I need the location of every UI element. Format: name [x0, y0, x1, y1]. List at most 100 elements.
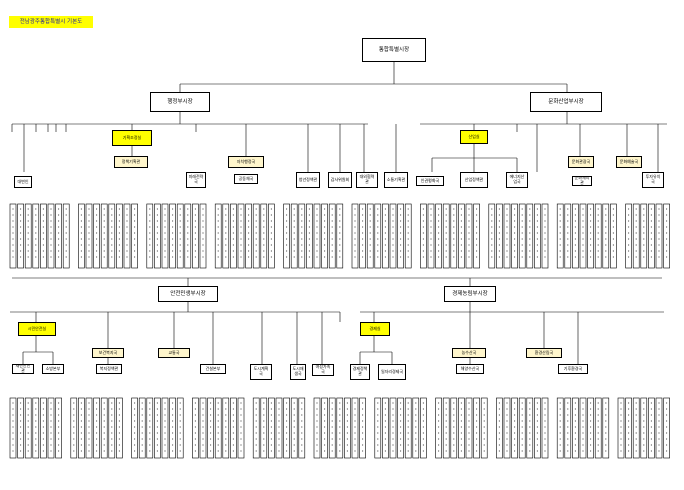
text-mark: [293, 450, 295, 452]
text-mark: [20, 256, 22, 258]
sub-unit-label: 소방본부: [42, 364, 64, 374]
text-mark: [498, 408, 500, 410]
text-mark: [392, 408, 394, 410]
text-mark: [270, 450, 272, 452]
text-mark: [384, 408, 386, 410]
text-mark: [255, 226, 257, 228]
text-mark: [308, 238, 310, 240]
text-mark: [430, 220, 432, 222]
text-mark: [476, 208, 478, 210]
text-mark: [582, 256, 584, 258]
text-mark: [202, 432, 204, 434]
sub-unit-box: [146, 203, 154, 269]
text-mark: [362, 232, 364, 234]
text-mark: [643, 432, 645, 434]
text-mark: [73, 426, 75, 428]
sub-unit-box: [450, 397, 458, 459]
text-mark: [384, 232, 386, 234]
text-mark: [270, 414, 272, 416]
text-mark: [248, 226, 250, 228]
sub-unit-box: [32, 397, 40, 459]
text-mark: [96, 420, 98, 422]
text-mark: [263, 438, 265, 440]
text-mark: [179, 444, 181, 446]
text-mark: [392, 226, 394, 228]
text-mark: [225, 226, 227, 228]
text-mark: [111, 208, 113, 210]
text-mark: [514, 426, 516, 428]
text-mark: [156, 438, 158, 440]
text-mark: [498, 444, 500, 446]
text-mark: [506, 244, 508, 246]
sub-unit-label: 보건복지국: [92, 348, 124, 358]
text-mark: [293, 414, 295, 416]
sub-unit-label: 정책기획관: [114, 156, 148, 168]
text-mark: [293, 432, 295, 434]
text-mark: [597, 226, 599, 228]
text-mark: [316, 244, 318, 246]
text-mark: [255, 444, 257, 446]
text-mark: [438, 438, 440, 440]
text-mark: [514, 414, 516, 416]
text-mark: [225, 232, 227, 234]
text-mark: [666, 426, 668, 428]
text-mark: [605, 402, 607, 404]
text-mark: [73, 432, 75, 434]
text-mark: [118, 226, 120, 228]
text-mark: [278, 450, 280, 452]
text-mark: [240, 420, 242, 422]
text-mark: [377, 256, 379, 258]
text-mark: [278, 426, 280, 428]
text-mark: [118, 250, 120, 252]
text-mark: [270, 250, 272, 252]
text-mark: [628, 408, 630, 410]
text-mark: [590, 408, 592, 410]
sub-unit-label: 기후환경국: [558, 364, 588, 374]
text-mark: [628, 438, 630, 440]
text-mark: [255, 402, 257, 404]
text-mark: [187, 244, 189, 246]
text-mark: [529, 220, 531, 222]
text-mark: [407, 244, 409, 246]
text-mark: [438, 420, 440, 422]
text-mark: [354, 408, 356, 410]
text-mark: [354, 444, 356, 446]
text-mark: [20, 250, 22, 252]
text-mark: [590, 214, 592, 216]
text-mark: [650, 250, 653, 252]
text-mark: [574, 208, 577, 210]
text-mark: [210, 444, 212, 446]
text-mark: [210, 450, 212, 452]
text-mark: [187, 226, 189, 228]
text-mark: [438, 450, 440, 452]
text-mark: [103, 226, 105, 228]
text-mark: [286, 414, 288, 416]
text-mark: [96, 414, 98, 416]
text-mark: [270, 232, 272, 234]
text-mark: [400, 250, 402, 252]
sub-unit-box: [169, 203, 176, 269]
text-mark: [263, 450, 265, 452]
text-mark: [392, 426, 394, 428]
text-mark: [650, 244, 653, 246]
text-mark: [80, 402, 82, 404]
text-mark: [134, 414, 136, 416]
text-mark: [544, 238, 546, 240]
text-mark: [650, 226, 653, 228]
text-mark: [80, 408, 82, 410]
text-mark: [179, 232, 181, 234]
text-mark: [324, 214, 326, 216]
text-mark: [438, 414, 440, 416]
text-mark: [635, 220, 637, 222]
text-mark: [42, 238, 45, 240]
text-mark: [308, 232, 310, 234]
text-mark: [103, 208, 105, 210]
text-mark: [324, 208, 326, 210]
text-mark: [50, 220, 52, 222]
text-mark: [96, 220, 98, 222]
text-mark: [643, 226, 645, 228]
text-mark: [605, 420, 607, 422]
text-mark: [42, 450, 45, 452]
text-mark: [362, 444, 364, 446]
sub-unit-box: [290, 397, 298, 459]
